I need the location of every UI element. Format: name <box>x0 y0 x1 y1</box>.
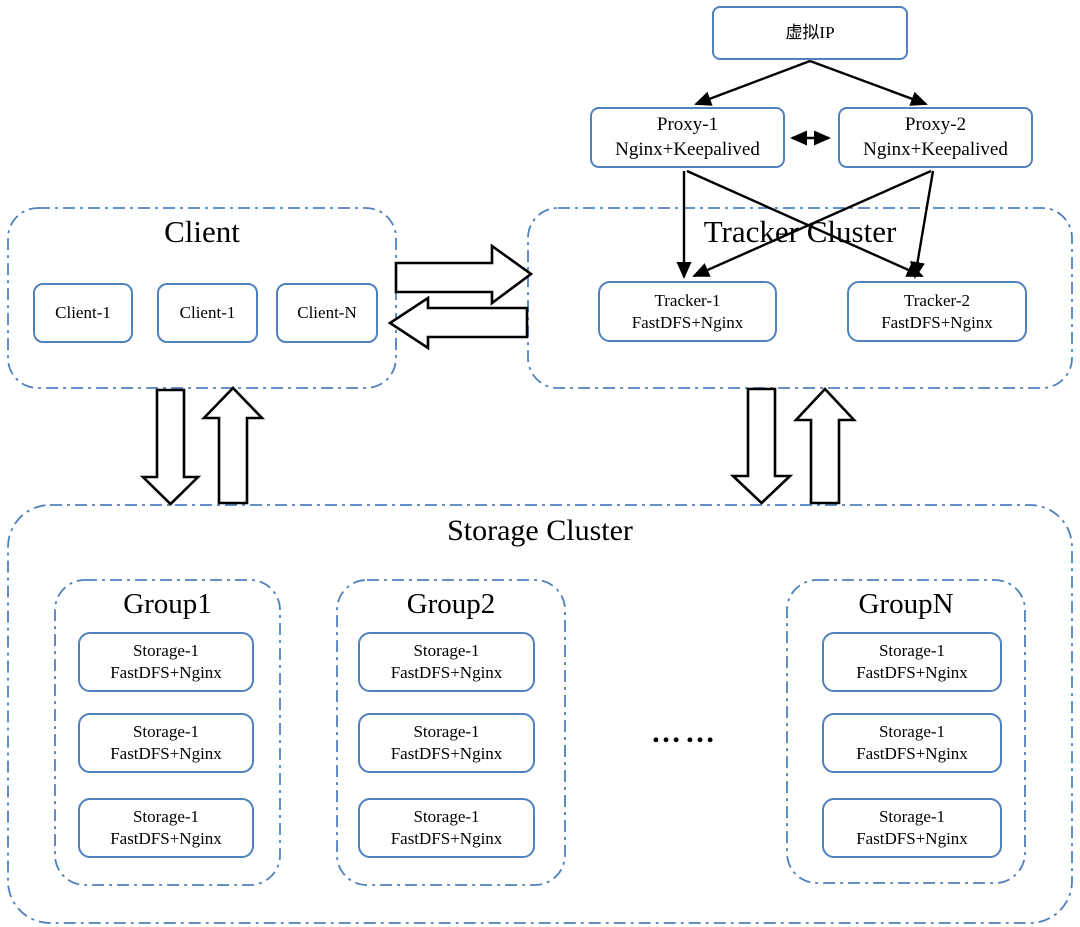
tracker2-stack: FastDFS+Nginx <box>881 312 993 332</box>
storage-name: Storage-1 <box>413 722 480 742</box>
tracker1-stack: FastDFS+Nginx <box>631 312 744 332</box>
client-n-label: Client-N <box>297 303 357 323</box>
storage-name: Storage-1 <box>878 722 946 742</box>
groupn-storage-2-box: Storage-1 FastDFS+Nginx <box>822 713 1002 773</box>
storage-name: Storage-1 <box>878 807 946 827</box>
proxy1-name: Proxy-1 <box>656 114 719 136</box>
client-2-box: Client-1 <box>157 283 258 343</box>
storage-stack: FastDFS+Nginx <box>390 663 503 682</box>
group2-outline <box>336 579 566 886</box>
storage-stack: FastDFS+Nginx <box>390 744 503 763</box>
proxy1-to-tracker2-arrow <box>686 169 924 278</box>
tracker2-name: Tracker-2 <box>903 290 971 310</box>
groups-ellipsis: …… <box>651 716 719 749</box>
proxy1-box: Proxy-1 Nginx+Keepalived <box>590 107 785 168</box>
tracker1-box: Tracker-1 FastDFS+Nginx <box>598 281 777 342</box>
group2-storage-1-box: Storage-1 FastDFS+Nginx <box>358 632 535 692</box>
proxy2-to-tracker2-arrow <box>910 170 935 279</box>
group1-storage-2-box: Storage-1 FastDFS+Nginx <box>78 713 254 773</box>
groupn-storage-1-box: Storage-1 FastDFS+Nginx <box>822 632 1002 692</box>
group1-outline <box>54 579 281 886</box>
client-2-label: Client-1 <box>179 303 236 323</box>
tracker-cluster-title: Tracker Cluster <box>703 214 897 249</box>
proxy2-name: Proxy-2 <box>904 114 967 136</box>
storage-stack: FastDFS+Nginx <box>856 829 968 848</box>
storage-stack: FastDFS+Nginx <box>110 663 222 682</box>
storage-cluster-outline <box>7 504 1073 924</box>
client-to-storage-block-arrow <box>139 388 202 506</box>
tracker2-box: Tracker-2 FastDFS+Nginx <box>847 281 1027 342</box>
vip-to-proxy2-arrow <box>809 59 928 106</box>
storage-name: Storage-1 <box>413 807 480 827</box>
storage-stack: FastDFS+Nginx <box>110 744 222 763</box>
vip-to-proxy1-arrow <box>694 59 811 106</box>
client-1-box: Client-1 <box>33 283 133 343</box>
client-n-box: Client-N <box>276 283 378 343</box>
tracker-cluster-outline <box>527 207 1073 389</box>
group2-title: Group2 <box>406 588 496 620</box>
storage-to-tracker-block-arrow <box>793 387 857 505</box>
group1-title: Group1 <box>123 588 212 620</box>
storage-name: Storage-1 <box>132 722 200 742</box>
storage-stack: FastDFS+Nginx <box>110 829 222 848</box>
tracker-to-storage-block-arrow <box>729 387 794 505</box>
group2-storage-3-box: Storage-1 FastDFS+Nginx <box>358 798 535 858</box>
client-cluster-outline <box>7 207 397 389</box>
tracker1-name: Tracker-1 <box>654 290 721 310</box>
storage-name: Storage-1 <box>132 641 200 661</box>
storage-to-client-block-arrow <box>200 386 266 505</box>
groupn-title: GroupN <box>858 588 954 620</box>
client-cluster-title: Client <box>164 214 240 249</box>
storage-stack: FastDFS+Nginx <box>390 829 503 848</box>
group1-storage-3-box: Storage-1 FastDFS+Nginx <box>78 798 254 858</box>
storage-cluster-title: Storage Cluster <box>447 514 633 547</box>
virtual-ip-label: 虚拟IP <box>785 23 835 43</box>
proxy2-stack: Nginx+Keepalived <box>863 138 1008 160</box>
tracker-to-client-block-arrow <box>387 295 529 351</box>
storage-name: Storage-1 <box>413 641 480 661</box>
group1-storage-1-box: Storage-1 FastDFS+Nginx <box>78 632 254 692</box>
storage-name: Storage-1 <box>132 807 200 827</box>
virtual-ip-box: 虚拟IP <box>712 6 908 60</box>
groupn-outline <box>786 579 1026 884</box>
groupn-storage-3-box: Storage-1 FastDFS+Nginx <box>822 798 1002 858</box>
client-1-label: Client-1 <box>55 303 111 323</box>
proxy2-to-tracker1-arrow <box>692 169 932 278</box>
storage-stack: FastDFS+Nginx <box>856 663 968 682</box>
proxy2-box: Proxy-2 Nginx+Keepalived <box>838 107 1033 168</box>
group2-storage-2-box: Storage-1 FastDFS+Nginx <box>358 713 535 773</box>
client-to-tracker-block-arrow <box>394 243 534 306</box>
storage-name: Storage-1 <box>878 641 946 661</box>
proxy1-stack: Nginx+Keepalived <box>615 138 760 160</box>
storage-stack: FastDFS+Nginx <box>856 744 968 763</box>
